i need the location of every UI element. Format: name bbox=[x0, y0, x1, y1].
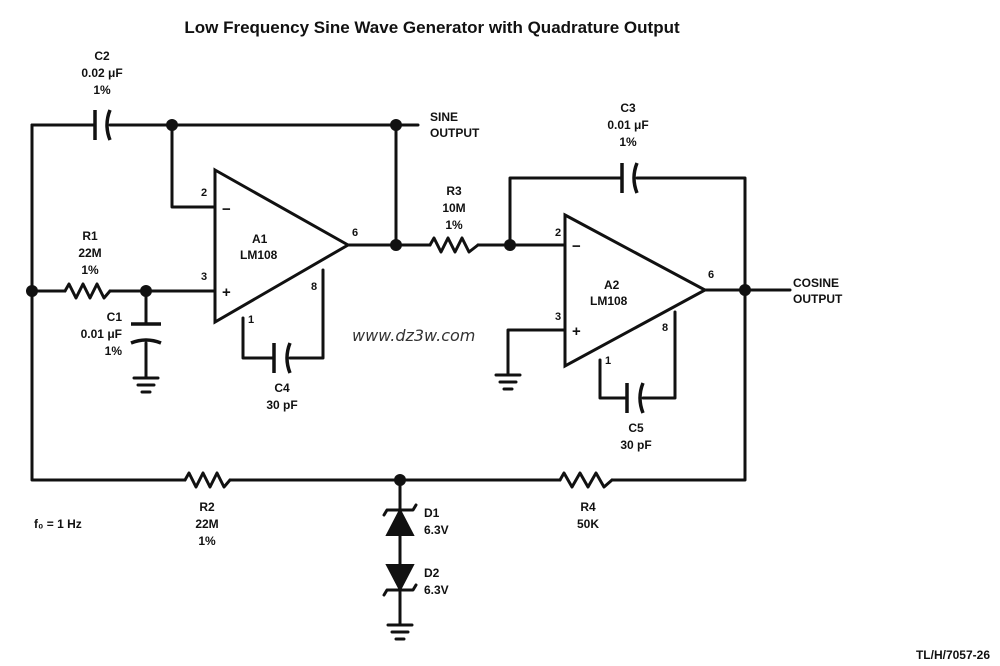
junction-dot bbox=[394, 474, 406, 486]
d1-value: 6.3V bbox=[424, 523, 449, 537]
c5-ref: C5 bbox=[628, 421, 644, 435]
resistor-r3-symbol bbox=[428, 236, 480, 254]
junction-dot bbox=[390, 239, 402, 251]
c2-tolerance: 1% bbox=[93, 83, 111, 97]
r3-ref: R3 bbox=[446, 184, 462, 198]
opamp-a2-symbol bbox=[563, 212, 709, 369]
ground-icon bbox=[494, 373, 522, 391]
junction-dot bbox=[390, 119, 402, 131]
c1-tolerance: 1% bbox=[105, 344, 123, 358]
c2-value: 0.02 μF bbox=[81, 66, 122, 80]
c4-value: 30 pF bbox=[266, 398, 297, 412]
a1-part: LM108 bbox=[240, 248, 278, 262]
sine-output-label-line1: SINE bbox=[430, 110, 458, 124]
a1-plus-sign: + bbox=[222, 284, 231, 301]
wire-a1-pin8 bbox=[288, 268, 325, 360]
sine-output-label-line2: OUTPUT bbox=[430, 126, 480, 140]
r2-tolerance: 1% bbox=[198, 534, 216, 548]
wire-a1-inverting bbox=[170, 123, 217, 209]
wire-a2-pin1 bbox=[598, 358, 629, 400]
capacitor-c4-symbol bbox=[272, 342, 292, 374]
junction-dot bbox=[504, 239, 516, 251]
a2-part: LM108 bbox=[590, 294, 628, 308]
resistor-r1-symbol bbox=[63, 282, 112, 300]
wire-c3-right-and-r4 bbox=[610, 176, 747, 482]
c1-value: 0.01 μF bbox=[81, 327, 122, 341]
c4-ref: C4 bbox=[274, 381, 290, 395]
frequency-note: f₀ = 1 Hz bbox=[34, 517, 82, 531]
wire-a2-noninv bbox=[506, 328, 567, 377]
ground-icon bbox=[386, 623, 414, 641]
a1-pin-8: 8 bbox=[311, 281, 317, 293]
c3-ref: C3 bbox=[620, 101, 636, 115]
r3-tolerance: 1% bbox=[445, 218, 463, 232]
capacitor-c3-symbol bbox=[620, 162, 639, 194]
a2-pin-8: 8 bbox=[662, 322, 668, 334]
zener-diode-d2-symbol bbox=[382, 564, 418, 597]
a2-minus-sign: − bbox=[572, 238, 581, 255]
cosine-output-label-line2: OUTPUT bbox=[793, 292, 843, 306]
r4-ref: R4 bbox=[580, 500, 596, 514]
a2-pin-3: 3 bbox=[555, 311, 561, 323]
watermark: www.dz3w.com bbox=[352, 326, 475, 345]
a1-pin-1: 1 bbox=[248, 314, 254, 326]
a1-minus-sign: − bbox=[222, 201, 231, 218]
r4-value: 50K bbox=[577, 517, 599, 531]
resistor-r4-symbol bbox=[558, 471, 614, 489]
a1-pin-3: 3 bbox=[201, 271, 207, 283]
capacitor-c5-symbol bbox=[625, 382, 645, 414]
wire-a2-pin8 bbox=[641, 310, 677, 400]
ground-icon bbox=[132, 376, 160, 394]
c5-value: 30 pF bbox=[620, 438, 651, 452]
wire-left-rail bbox=[30, 123, 187, 482]
capacitor-c1-symbol bbox=[130, 322, 162, 345]
c3-tolerance: 1% bbox=[619, 135, 637, 149]
r1-tolerance: 1% bbox=[81, 263, 99, 277]
r1-value: 22M bbox=[78, 246, 101, 260]
r3-value: 10M bbox=[442, 201, 465, 215]
wire-a1-pin1 bbox=[241, 316, 276, 360]
a2-plus-sign: + bbox=[572, 323, 581, 340]
c2-ref: C2 bbox=[94, 49, 110, 63]
d1-ref: D1 bbox=[424, 506, 440, 520]
a2-pin-1: 1 bbox=[605, 355, 611, 367]
wire-c3-left bbox=[508, 176, 624, 247]
a1-ref: A1 bbox=[252, 232, 268, 246]
c3-value: 0.01 μF bbox=[607, 118, 648, 132]
a1-pin-6: 6 bbox=[352, 227, 358, 239]
a2-pin-2: 2 bbox=[555, 227, 561, 239]
a2-ref: A2 bbox=[604, 278, 620, 292]
diagram-title: Low Frequency Sine Wave Generator with Q… bbox=[184, 18, 680, 37]
a2-pin-6: 6 bbox=[708, 269, 714, 281]
c1-ref: C1 bbox=[107, 310, 123, 324]
a1-pin-2: 2 bbox=[201, 187, 207, 199]
opamp-a1-symbol bbox=[213, 167, 352, 325]
r2-ref: R2 bbox=[199, 500, 215, 514]
wires bbox=[30, 123, 792, 627]
zener-diode-d1-symbol bbox=[382, 503, 418, 536]
r2-value: 22M bbox=[195, 517, 218, 531]
cosine-output-label-line1: COSINE bbox=[793, 276, 839, 290]
figure-reference: TL/H/7057-26 bbox=[916, 648, 990, 662]
junction-dot bbox=[739, 284, 751, 296]
capacitor-c2-symbol bbox=[93, 109, 112, 141]
resistor-r2-symbol bbox=[183, 471, 232, 489]
junction-dot bbox=[140, 285, 152, 297]
r1-ref: R1 bbox=[82, 229, 98, 243]
d2-value: 6.3V bbox=[424, 583, 449, 597]
junction-dot bbox=[166, 119, 178, 131]
junctions bbox=[26, 119, 751, 486]
junction-dot bbox=[26, 285, 38, 297]
d2-ref: D2 bbox=[424, 566, 440, 580]
